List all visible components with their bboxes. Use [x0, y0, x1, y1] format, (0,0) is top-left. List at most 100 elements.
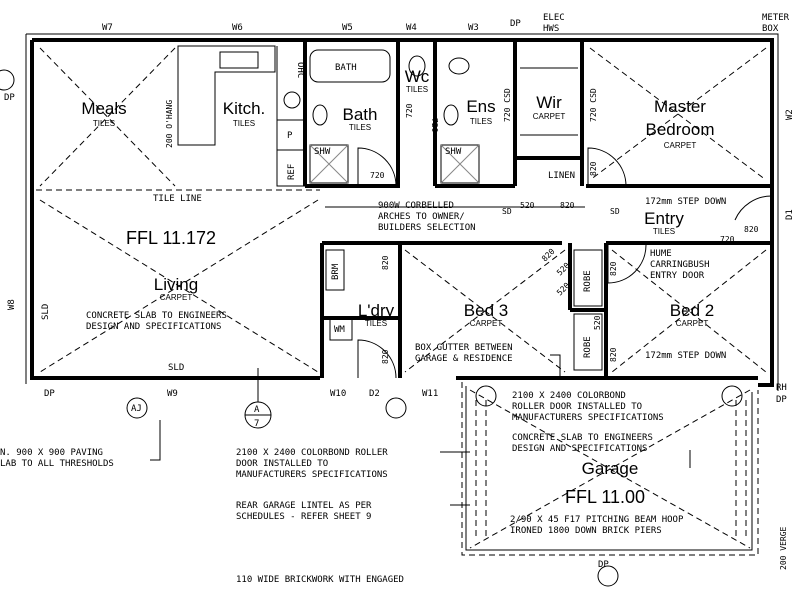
note-door-2: DOOR INSTALLED TO — [236, 459, 328, 469]
door-swing-entry — [734, 195, 773, 221]
ens-label: Ens — [466, 97, 495, 116]
tag-w6: W6 — [232, 23, 243, 33]
tag-w11: W11 — [422, 389, 438, 399]
section-marker-divider — [245, 368, 271, 416]
wir-label: Wir — [536, 93, 562, 112]
dim-720-csd-2: 720 CSD — [589, 88, 598, 122]
bed2-label: Bed 2 — [670, 301, 714, 320]
tag-dp-bottom: DP — [44, 389, 55, 399]
roller-door-right — [735, 400, 747, 540]
laundry-tub — [329, 317, 353, 341]
note-lintel-1: REAR GARAGE LINTEL AS PER — [236, 501, 372, 511]
tag-ohc: OHC — [295, 62, 305, 78]
dim-verge: 200 VERGE — [779, 526, 788, 570]
master-finish: CARPET — [664, 141, 697, 150]
note-slab-2: DESIGN AND SPECIFICATIONS — [86, 322, 221, 332]
door-swing-master — [587, 147, 627, 187]
tag-d2: D2 — [369, 389, 380, 399]
note-slab-1: CONCRETE SLAB TO ENGINEERS — [86, 311, 227, 321]
dim-720-entry: 720 — [720, 235, 735, 244]
kitchen-finish: TILES — [233, 119, 255, 128]
sink — [219, 51, 259, 69]
note-hume-2: CARRINGBUSH — [650, 260, 710, 270]
garage-label: Garage — [582, 459, 639, 478]
aj-marker-3 — [475, 385, 497, 407]
shower-ens — [440, 144, 480, 184]
aj-marker-2 — [385, 397, 407, 419]
shower-bath-cross — [309, 144, 349, 184]
dim-720-ens: 720 — [430, 118, 439, 133]
robe-2 — [573, 313, 603, 371]
dim-720-wc: 720 — [405, 103, 414, 118]
dim-820-bed3: 820 — [540, 247, 557, 264]
tag-p: P — [287, 131, 293, 141]
note-garage-slab-2: DESIGN AND SPECIFICATIONS — [512, 444, 647, 454]
robe-1 — [573, 249, 603, 307]
dim-sd-2: SD — [610, 207, 620, 216]
meals-finish: TILES — [93, 119, 115, 128]
tag-w8: W8 — [7, 299, 17, 310]
laundry-finish: TILES — [365, 319, 387, 328]
note-step-bed2: 172mm STEP DOWN — [645, 351, 726, 361]
door-swing-ldry — [357, 339, 397, 379]
tag-bath-fixture: BATH — [335, 63, 357, 73]
wc-finish: TILES — [406, 85, 428, 94]
tag-meter: METER — [762, 13, 790, 23]
entry-finish: TILES — [653, 227, 675, 236]
door-swing-bed2 — [607, 244, 647, 284]
kitchen-bench — [177, 45, 276, 146]
dim-520-d: 520 — [593, 315, 602, 330]
shower-bath — [309, 144, 349, 184]
note-brick: 110 WIDE BRICKWORK WITH ENGAGED — [236, 575, 404, 585]
note-corbel-3: BUILDERS SELECTION — [378, 223, 476, 233]
bath-label: Bath — [343, 105, 378, 124]
aj-marker-5 — [597, 565, 619, 587]
bed3-diagonals — [404, 249, 566, 373]
tag-hws: HWS — [543, 24, 559, 34]
note-box-gutter-2: GARAGE & RESIDENCE — [415, 354, 513, 364]
tag-w3: W3 — [468, 23, 479, 33]
dim-820-ldry: 820 — [381, 349, 390, 364]
master-label-1: Master — [654, 97, 706, 116]
tag-sld-bottom: SLD — [168, 363, 184, 373]
tag-wm: WM — [334, 325, 345, 335]
kitchen-pantry — [276, 46, 305, 187]
note-corbel-2: ARCHES TO OWNER/ — [378, 212, 465, 222]
tag-rh: RH — [776, 383, 787, 393]
note-door-1: 2100 X 2400 COLORBOND ROLLER — [236, 448, 388, 458]
meals-diagonals — [39, 47, 176, 187]
living-ffl: FFL 11.172 — [126, 228, 216, 248]
master-diagonals — [589, 47, 767, 181]
tag-robe2: ROBE — [583, 336, 593, 358]
tag-d1: D1 — [785, 209, 795, 220]
garage-ffl: FFL 11.00 — [565, 487, 645, 507]
bed2-finish: CARPET — [676, 319, 709, 328]
tag-w9: W9 — [167, 389, 178, 399]
dim-820-bed2: 820 — [609, 261, 618, 276]
basin-ens — [443, 104, 459, 126]
garage-outline — [461, 382, 759, 556]
dim-720-csd-1: 720 CSD — [503, 88, 512, 122]
internal-walls — [303, 40, 772, 378]
tag-robe1: ROBE — [583, 270, 593, 292]
note-step-entry: 172mm STEP DOWN — [645, 197, 726, 207]
tag-elec: ELEC — [543, 13, 565, 23]
note-door-3: MANUFACTURERS SPECIFICATIONS — [236, 470, 388, 480]
bed3-label: Bed 3 — [464, 301, 508, 320]
dim-sd-1: SD — [502, 207, 512, 216]
toilet-ens — [448, 57, 470, 75]
wc-label: Wc — [405, 67, 430, 86]
dim-820-entry: 820 — [744, 225, 759, 234]
roller-door-left — [475, 400, 487, 540]
tag-linen: LINEN — [548, 171, 575, 181]
tag-box: BOX — [762, 24, 779, 34]
note-hume-3: ENTRY DOOR — [650, 271, 705, 281]
entry-label: Entry — [644, 209, 684, 228]
aj-marker-6 — [0, 69, 15, 91]
living-label: Living — [154, 275, 198, 294]
ens-finish: TILES — [470, 117, 492, 126]
note-box-gutter-1: BOX GUTTER BETWEEN — [415, 343, 513, 353]
tag-sld-left: SLD — [41, 304, 51, 320]
door-swing-bath — [357, 147, 397, 187]
tag-w2: W2 — [785, 109, 795, 120]
